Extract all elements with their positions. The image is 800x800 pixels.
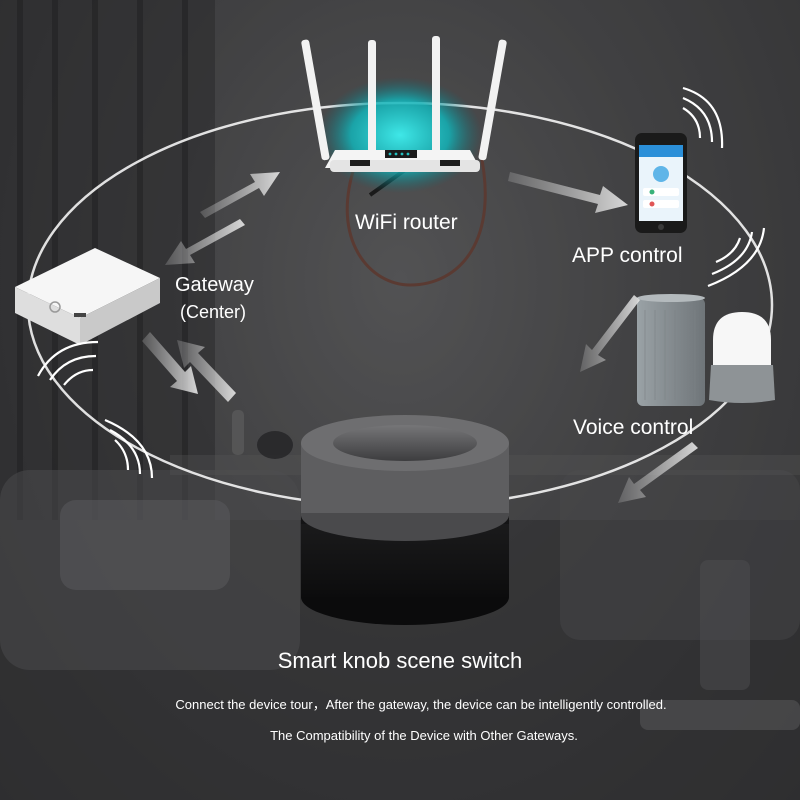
product-title: Smart knob scene switch xyxy=(277,648,523,673)
gateway-icon xyxy=(15,248,160,345)
gateway-sublabel: (Center) xyxy=(180,302,247,322)
router-cable xyxy=(345,149,487,287)
arrow-icon xyxy=(142,172,698,503)
wifi-signal-icon xyxy=(37,86,766,479)
router-icon xyxy=(301,36,507,193)
app-control-label: APP control xyxy=(572,244,683,267)
router-label: WiFi router xyxy=(355,211,458,234)
phone-icon xyxy=(635,133,687,233)
voice-control-label: Voice control xyxy=(573,416,694,439)
smart-speaker-icon xyxy=(637,294,775,406)
caption-line-2: The Compatibility of the Device with Oth… xyxy=(270,728,578,743)
caption-line-1: Connect the device tour，After the gatewa… xyxy=(175,697,667,712)
knob-switch-icon xyxy=(301,415,509,625)
gateway-label: Gateway xyxy=(175,274,254,296)
